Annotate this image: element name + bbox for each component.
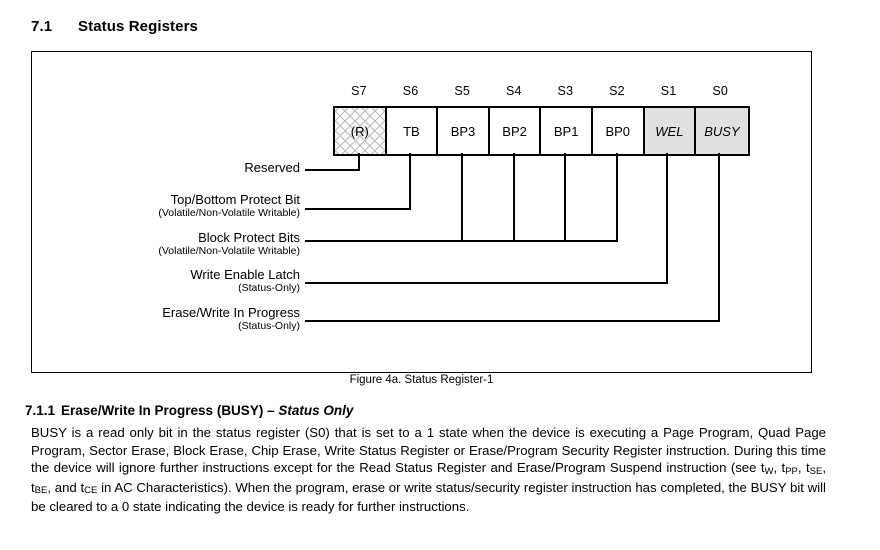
- leader-line-busy-horizontal: [305, 320, 720, 322]
- bit-index-s2: S2: [609, 84, 625, 98]
- subsection-title: 7.1.1 Erase/Write In Progress (BUSY) – St…: [25, 403, 353, 418]
- callout-primary-label: Top/Bottom Protect Bit: [170, 192, 300, 207]
- register-cell-label: TB: [403, 123, 420, 139]
- body-subscript-tce: CE: [84, 485, 98, 497]
- leader-line-wel-vertical: [666, 153, 669, 284]
- body-subscript-tw: W: [764, 465, 774, 477]
- leader-line-tb-vertical: [409, 153, 412, 210]
- figure-frame: [31, 51, 812, 373]
- body-text-part2: , t: [773, 460, 786, 476]
- body-text-part4: , t: [31, 460, 826, 495]
- leader-line-reserved-vertical: [357, 153, 360, 171]
- register-cell-tb: TB: [386, 108, 439, 154]
- bit-index-s4: S4: [505, 84, 522, 98]
- callout-primary-label: Reserved: [244, 160, 300, 175]
- body-subscript-tbe: BE: [34, 485, 48, 497]
- body-subscript-tpp: PP: [785, 465, 798, 477]
- body-subscript-tse: SE: [809, 465, 823, 477]
- section-number: 7.1: [31, 18, 53, 35]
- leader-line-bp-horizontal: [305, 240, 618, 242]
- leader-line-wel-horizontal: [305, 282, 669, 284]
- body-text-part1: BUSY is a read only bit in the status re…: [31, 425, 826, 476]
- leader-line-tb-horizontal: [305, 208, 412, 210]
- register-cell-bp2: BP2: [489, 108, 542, 154]
- status-register-row: (R) TB BP3 BP2 BP1 BP0 WEL BUSY: [333, 106, 750, 156]
- register-cell-label: (R): [350, 123, 369, 139]
- callout-secondary-label: (Volatile/Non-Volatile Writable): [158, 244, 300, 257]
- callout-secondary-label: (Status-Only): [238, 319, 300, 332]
- callout-reserved: Reserved: [0, 160, 300, 176]
- register-cell-bp1: BP1: [541, 108, 593, 154]
- bit-index-s1: S1: [660, 84, 677, 98]
- subsection-number: 7.1.1: [25, 403, 56, 418]
- callout-primary-label: Erase/Write In Progress: [162, 305, 300, 320]
- body-text-part5: , and t: [47, 479, 85, 495]
- leader-line-busy-vertical: [718, 153, 720, 322]
- register-cell-label: BP2: [502, 123, 527, 139]
- leader-line-bp2-vertical: [512, 153, 515, 242]
- body-paragraph: BUSY is a read only bit in the status re…: [31, 424, 826, 516]
- callout-top-bottom-protect-bit: Top/Bottom Protect Bit (Volatile/Non-Vol…: [0, 192, 300, 219]
- leader-line-bp3-vertical: [461, 153, 463, 242]
- register-cell-reserved: (R): [335, 108, 387, 154]
- register-cell-label: BP0: [605, 123, 631, 139]
- body-text-part3: , t: [797, 460, 810, 476]
- page-title: 7.1 Status Registers: [31, 18, 198, 35]
- bit-index-s0: S0: [712, 84, 729, 98]
- register-cell-label: BP1: [553, 123, 579, 139]
- callout-erase-write-in-progress: Erase/Write In Progress (Status-Only): [0, 305, 300, 332]
- register-cell-label: WEL: [655, 123, 684, 139]
- callout-write-enable-latch: Write Enable Latch (Status-Only): [0, 267, 300, 294]
- leader-line-reserved-horizontal: [305, 169, 360, 171]
- callout-secondary-label: (Status-Only): [238, 281, 300, 294]
- callout-secondary-label: (Volatile/Non-Volatile Writable): [158, 206, 300, 219]
- bit-index-s5: S5: [454, 84, 471, 98]
- callout-primary-label: Block Protect Bits: [198, 230, 300, 245]
- bit-index-s3: S3: [557, 84, 574, 98]
- register-cell-label: BUSY: [704, 123, 740, 139]
- leader-line-bp0-vertical: [615, 153, 618, 242]
- bit-index-s7: S7: [351, 84, 367, 98]
- section-title: Status Registers: [78, 18, 198, 35]
- register-cell-bp3: BP3: [438, 108, 490, 154]
- subsection-title-bold: Erase/Write In Progress (BUSY) –: [61, 403, 279, 418]
- register-cell-bp0: BP0: [592, 108, 645, 154]
- bit-index-s6: S6: [402, 84, 419, 98]
- register-cell-wel: WEL: [644, 108, 697, 154]
- register-cell-busy: BUSY: [696, 108, 748, 154]
- subsection-title-italic: Status Only: [278, 403, 354, 418]
- leader-line-bp1-vertical: [564, 153, 567, 242]
- register-cell-label: BP3: [450, 123, 476, 139]
- body-text-part6: in AC Characteristics). When the program…: [31, 479, 826, 515]
- callout-primary-label: Write Enable Latch: [190, 267, 300, 282]
- callout-block-protect-bits: Block Protect Bits (Volatile/Non-Volatil…: [0, 230, 300, 257]
- figure-caption: Figure 4a. Status Register-1: [349, 374, 494, 386]
